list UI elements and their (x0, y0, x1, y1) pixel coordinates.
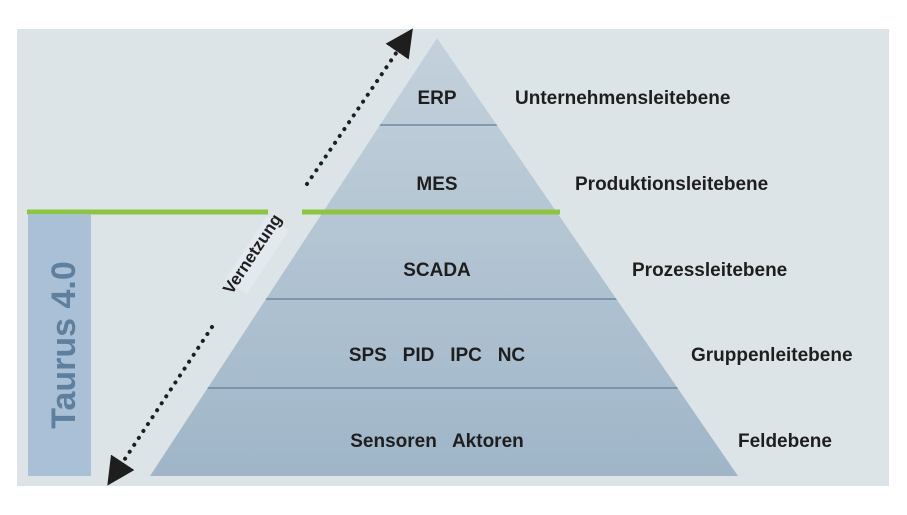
level-systems-control: SPS PID IPC NC (349, 345, 526, 366)
level-name-enterprise: Unternehmensleitebene (515, 88, 730, 109)
level-name-production: Produktionsleitebene (575, 174, 768, 195)
pyramid-body (150, 38, 738, 476)
level-systems-mes: MES (416, 174, 457, 195)
level-systems-erp: ERP (417, 88, 456, 109)
level-name-process: Prozessleitebene (632, 260, 787, 281)
level-systems-field: Sensoren Aktoren (350, 431, 524, 452)
level-name-group: Gruppenleitebene (691, 345, 853, 366)
level-systems-scada: SCADA (403, 260, 471, 281)
level-name-field: Feldebene (738, 431, 832, 452)
vernetzung-strip (225, 216, 289, 294)
taurus-label: Taurus 4.0 (45, 261, 83, 429)
taurus-bar (28, 214, 91, 476)
